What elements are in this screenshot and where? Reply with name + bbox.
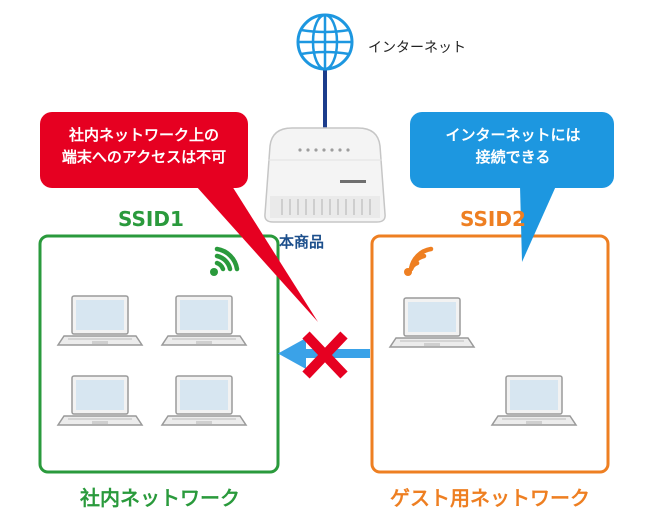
ssid1-label: SSID1 bbox=[118, 207, 184, 231]
laptop-icon bbox=[57, 295, 143, 346]
laptop-icon bbox=[161, 295, 247, 346]
internet-label: インターネット bbox=[368, 40, 466, 56]
guest-network-box bbox=[370, 234, 610, 474]
restriction-bubble-pointer bbox=[196, 186, 318, 322]
globe-icon bbox=[296, 13, 354, 71]
access-arrow bbox=[278, 338, 370, 369]
internet-line-1: インターネットには bbox=[445, 126, 581, 144]
guest-network-label: ゲスト用ネットワーク bbox=[390, 486, 590, 510]
internet-line-2: 接続できる bbox=[475, 148, 551, 166]
wifi-signal-icon-ssid1 bbox=[210, 246, 240, 276]
internal-network-box bbox=[38, 234, 280, 474]
restriction-line-1: 社内ネットワーク上の bbox=[68, 126, 219, 144]
product-label: 本商品 bbox=[279, 233, 325, 251]
restriction-line-2: 端末へのアクセスは不可 bbox=[61, 148, 227, 166]
laptop-icon bbox=[57, 375, 143, 426]
ssid2-label: SSID2 bbox=[460, 207, 526, 231]
laptop-icon bbox=[161, 375, 247, 426]
wifi-signal-icon-ssid2 bbox=[404, 246, 434, 276]
router-icon bbox=[264, 127, 386, 223]
laptop-icon bbox=[389, 297, 475, 348]
internet-bubble bbox=[410, 112, 614, 188]
restriction-bubble-text: 社内ネットワーク上の 端末へのアクセスは不可 bbox=[46, 124, 242, 168]
internet-bubble-pointer bbox=[520, 186, 556, 262]
restriction-bubble bbox=[40, 112, 248, 188]
cross-icon bbox=[302, 331, 348, 379]
laptop-icon bbox=[491, 375, 577, 426]
internet-bubble-text: インターネットには 接続できる bbox=[416, 124, 610, 168]
internal-network-label: 社内ネットワーク bbox=[80, 486, 240, 510]
